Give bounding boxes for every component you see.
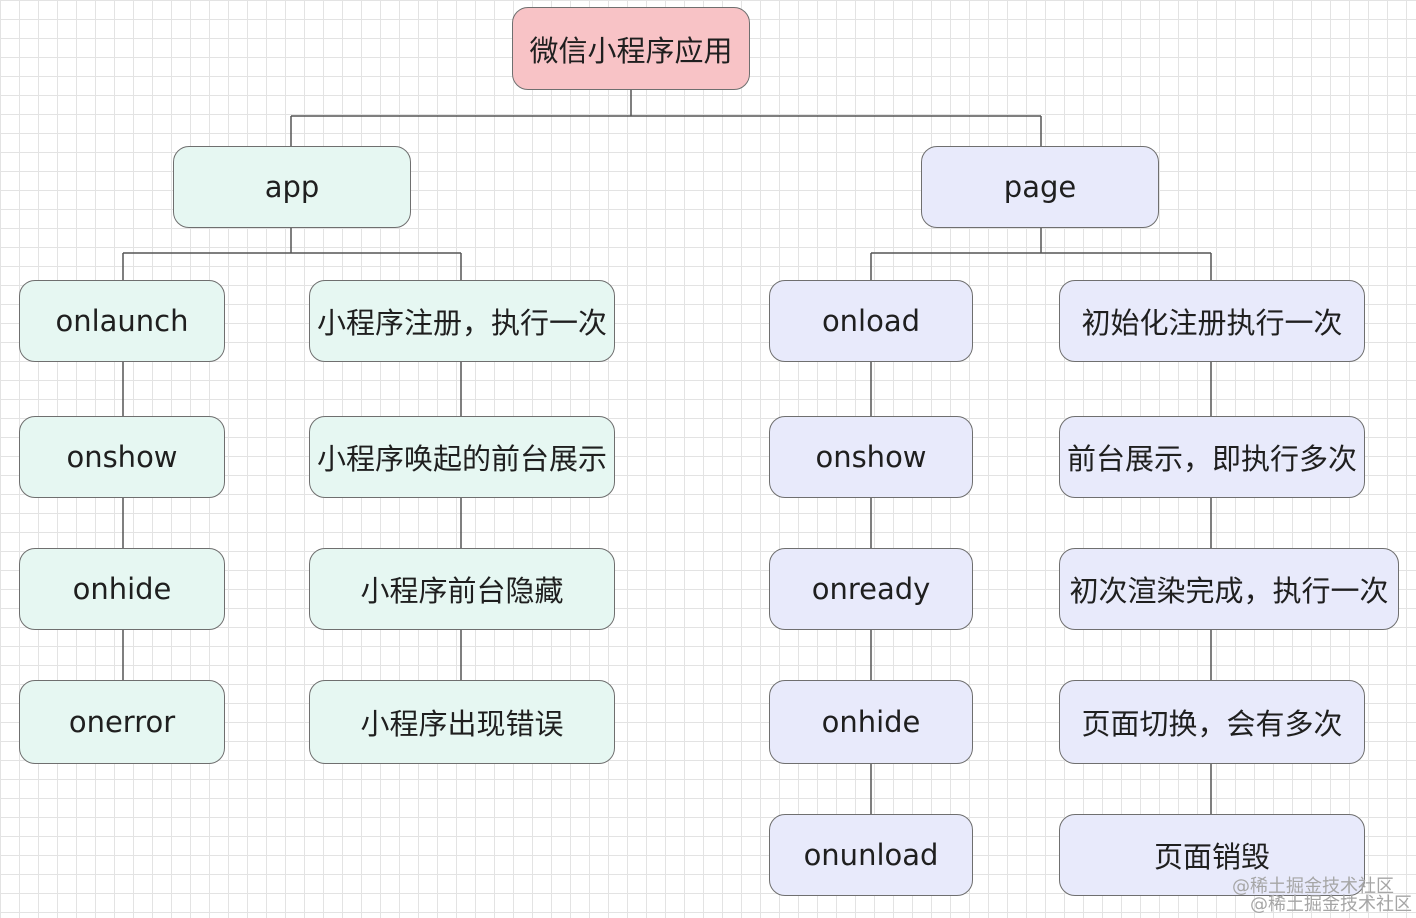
page-hook-onunload: onunload [769,814,973,896]
page-note-onunload: 页面销毁 [1059,814,1365,896]
page-note-onload: 初始化注册执行一次 [1059,280,1365,362]
app-note-onerror: 小程序出现错误 [309,680,615,764]
page-note-onhide: 页面切换，会有多次 [1059,680,1365,764]
page-hook-onhide: onhide [769,680,973,764]
app-node: app [173,146,411,228]
app-hook-onerror: onerror [19,680,225,764]
watermark: @稀土掘金技术社区 [1232,876,1394,897]
page-note-onready: 初次渲染完成，执行一次 [1059,548,1399,630]
app-note-onshow: 小程序唤起的前台展示 [309,416,615,498]
app-hook-onhide: onhide [19,548,225,630]
app-hook-onlaunch: onlaunch [19,280,225,362]
page-connector [870,228,1212,280]
page-hook-onload: onload [769,280,973,362]
watermark-shadow: @稀土掘金技术社区 [1250,894,1412,915]
page-note-onshow: 前台展示，即执行多次 [1059,416,1365,498]
app-note-onhide: 小程序前台隐藏 [309,548,615,630]
page-hook-onshow: onshow [769,416,973,498]
page-hook-onready: onready [769,548,973,630]
root-node: 微信小程序应用 [512,7,750,90]
root-connector [290,90,1042,146]
app-hook-onshow: onshow [19,416,225,498]
page-node: page [921,146,1159,228]
app-note-onlaunch: 小程序注册，执行一次 [309,280,615,362]
app-connector [122,228,462,280]
